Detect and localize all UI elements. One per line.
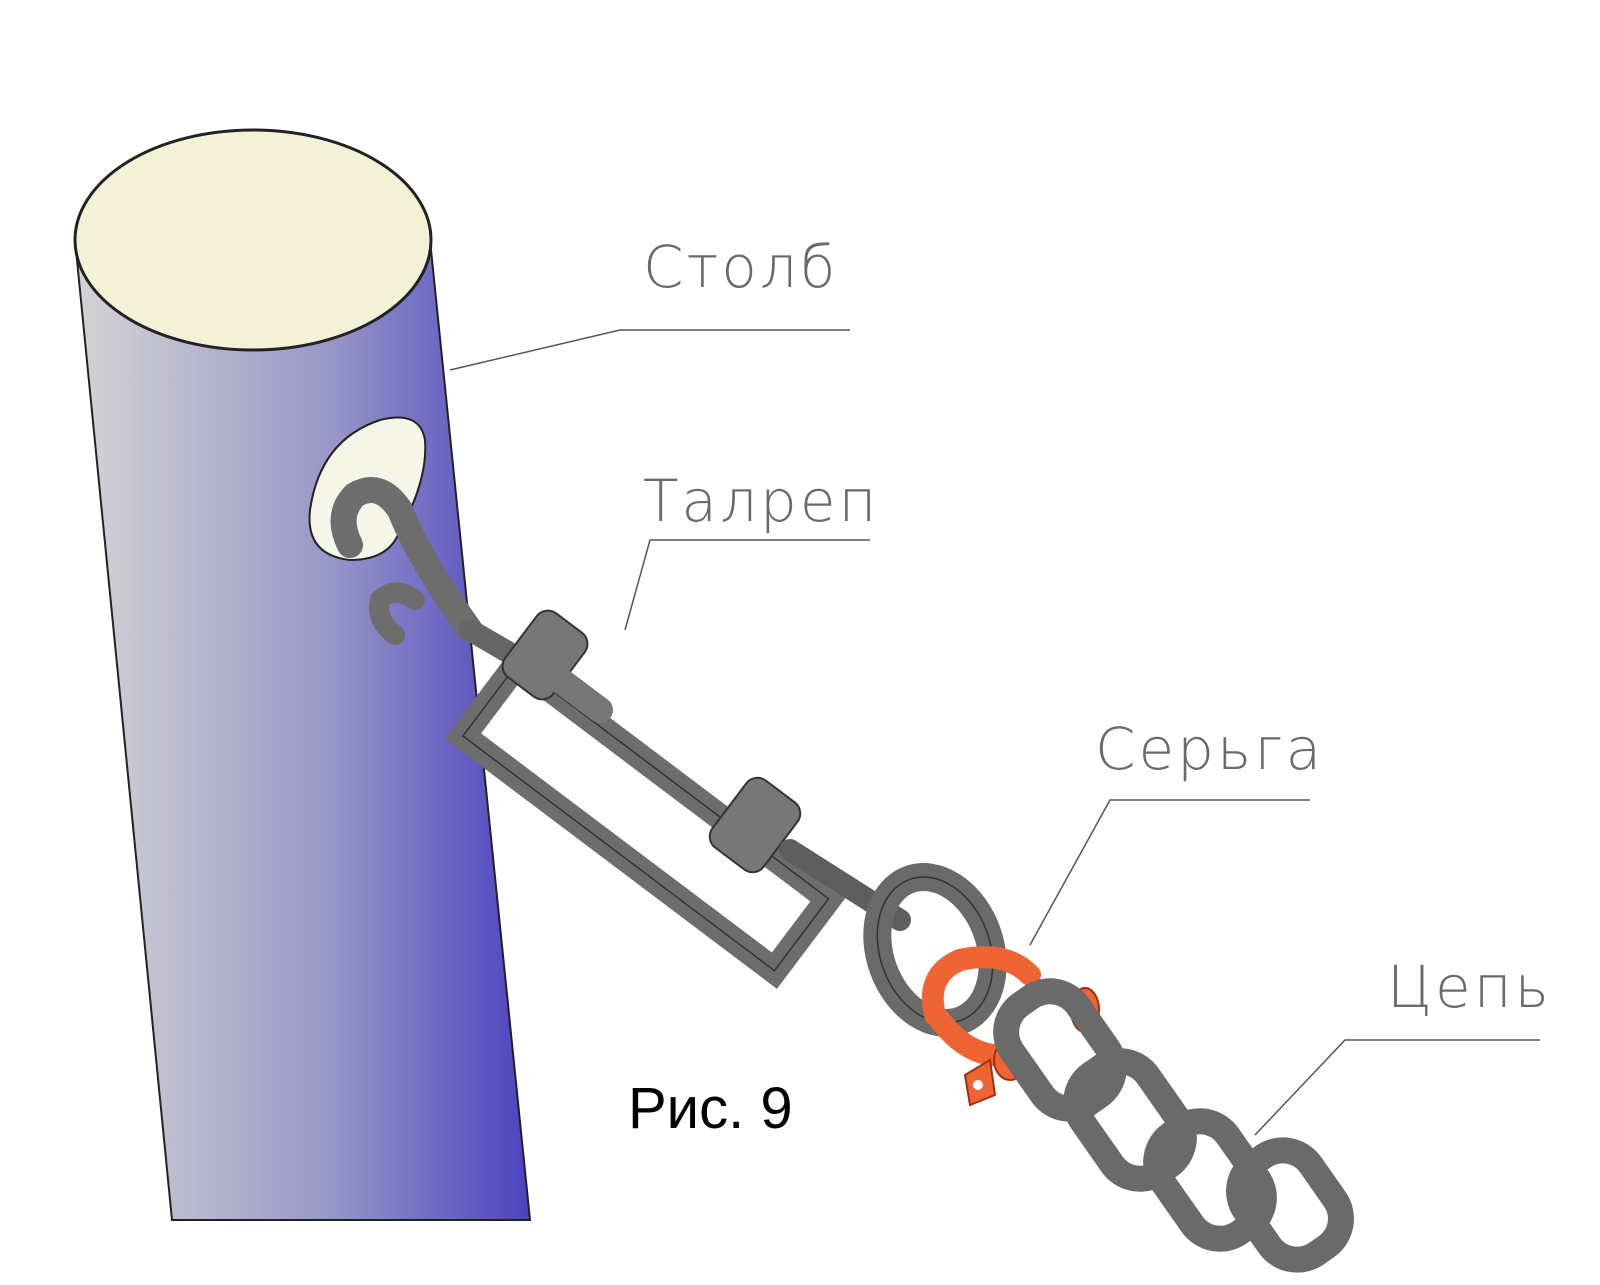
post-top	[73, 128, 433, 352]
leader-chain	[1254, 1039, 1540, 1136]
leader-turnbuckle	[624, 539, 870, 631]
leader-shackle	[1029, 799, 1310, 946]
hook	[330, 477, 483, 645]
label-chain: Цепь	[1387, 953, 1552, 1021]
label-shackle: Серьга	[1095, 715, 1325, 783]
post	[73, 128, 532, 1221]
chain	[993, 978, 1354, 1273]
turnbuckle-eye	[863, 863, 1007, 1037]
turnbuckle	[444, 609, 911, 989]
figure-caption: Рис. 9	[628, 1076, 793, 1141]
leader-post	[449, 329, 850, 371]
leader-lines	[449, 329, 1540, 1136]
label-post: Столб	[643, 233, 839, 301]
label-turnbuckle: Талреп	[643, 467, 880, 535]
